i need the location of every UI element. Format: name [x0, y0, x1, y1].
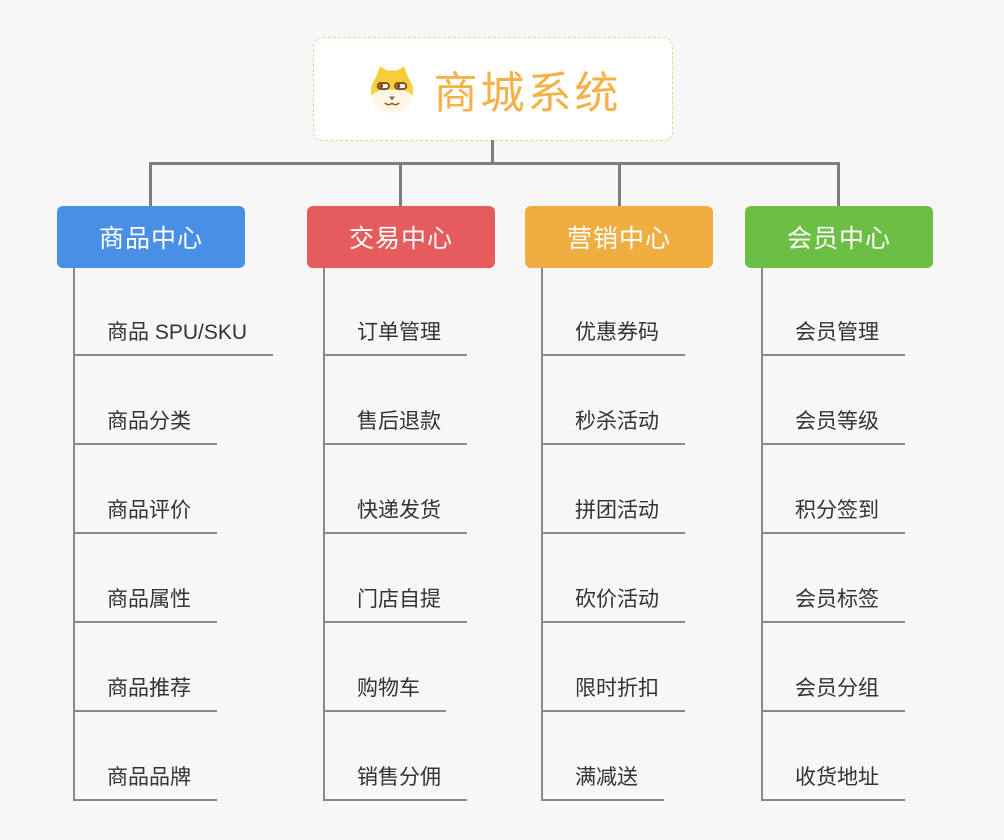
branch-box-trade-center[interactable]: 交易中心	[307, 206, 495, 268]
connector-trunk	[73, 268, 75, 800]
branch-box-member-center[interactable]: 会员中心	[745, 206, 933, 268]
node-item[interactable]: 秒杀活动	[541, 405, 685, 445]
branch-member-center: 会员中心 会员管理 会员等级 积分签到 会员标签 会员分组 收货地址	[745, 206, 995, 826]
node-item[interactable]: 优惠券码	[541, 316, 685, 356]
connector-trunk	[323, 268, 325, 800]
connector-drop-product	[149, 162, 152, 207]
node-item[interactable]: 商品 SPU/SKU	[73, 316, 274, 356]
node-item[interactable]: 购物车	[323, 672, 446, 712]
branch-trade-center: 交易中心 订单管理 售后退款 快递发货 门店自提 购物车 销售分佣	[307, 206, 557, 826]
node-item[interactable]: 会员标签	[761, 583, 905, 623]
branch-box-marketing-center[interactable]: 营销中心	[525, 206, 713, 268]
connector-trunk	[541, 268, 543, 800]
node-item[interactable]: 售后退款	[323, 405, 467, 445]
node-item[interactable]: 限时折扣	[541, 672, 685, 712]
node-item[interactable]: 会员分组	[761, 672, 905, 712]
node-item[interactable]: 会员管理	[761, 316, 905, 356]
node-item[interactable]: 商品属性	[73, 583, 217, 623]
connector-drop-member	[837, 162, 840, 207]
node-item[interactable]: 订单管理	[323, 316, 467, 356]
connector-drop-trade	[399, 162, 402, 207]
node-item[interactable]: 门店自提	[323, 583, 467, 623]
connector-trunk	[761, 268, 763, 800]
node-item[interactable]: 拼团活动	[541, 494, 685, 534]
node-item[interactable]: 满减送	[541, 761, 664, 801]
connector-root-drop	[491, 140, 494, 165]
connector-drop-marketing	[618, 162, 621, 207]
node-item[interactable]: 商品评价	[73, 494, 217, 534]
node-item[interactable]: 砍价活动	[541, 583, 685, 623]
connector-bus	[149, 162, 840, 165]
root-title: 商城系统	[433, 69, 622, 118]
branch-product-center: 商品中心 商品 SPU/SKU 商品分类 商品评价 商品属性 商品推荐 商品品牌	[57, 206, 307, 826]
node-item[interactable]: 商品分类	[73, 405, 217, 445]
root-node[interactable]: 商城系统	[313, 37, 673, 141]
branch-marketing-center: 营销中心 优惠券码 秒杀活动 拼团活动 砍价活动 限时折扣 满减送	[525, 206, 775, 826]
node-item[interactable]: 商品品牌	[73, 761, 217, 801]
node-item[interactable]: 会员等级	[761, 405, 905, 445]
node-item[interactable]: 收货地址	[761, 761, 905, 801]
node-item[interactable]: 积分签到	[761, 494, 905, 534]
node-item[interactable]: 快递发货	[323, 494, 467, 534]
node-item[interactable]: 销售分佣	[323, 761, 467, 801]
branch-box-product-center[interactable]: 商品中心	[57, 206, 245, 268]
dog-face-icon	[365, 64, 419, 114]
node-item[interactable]: 商品推荐	[73, 672, 217, 712]
